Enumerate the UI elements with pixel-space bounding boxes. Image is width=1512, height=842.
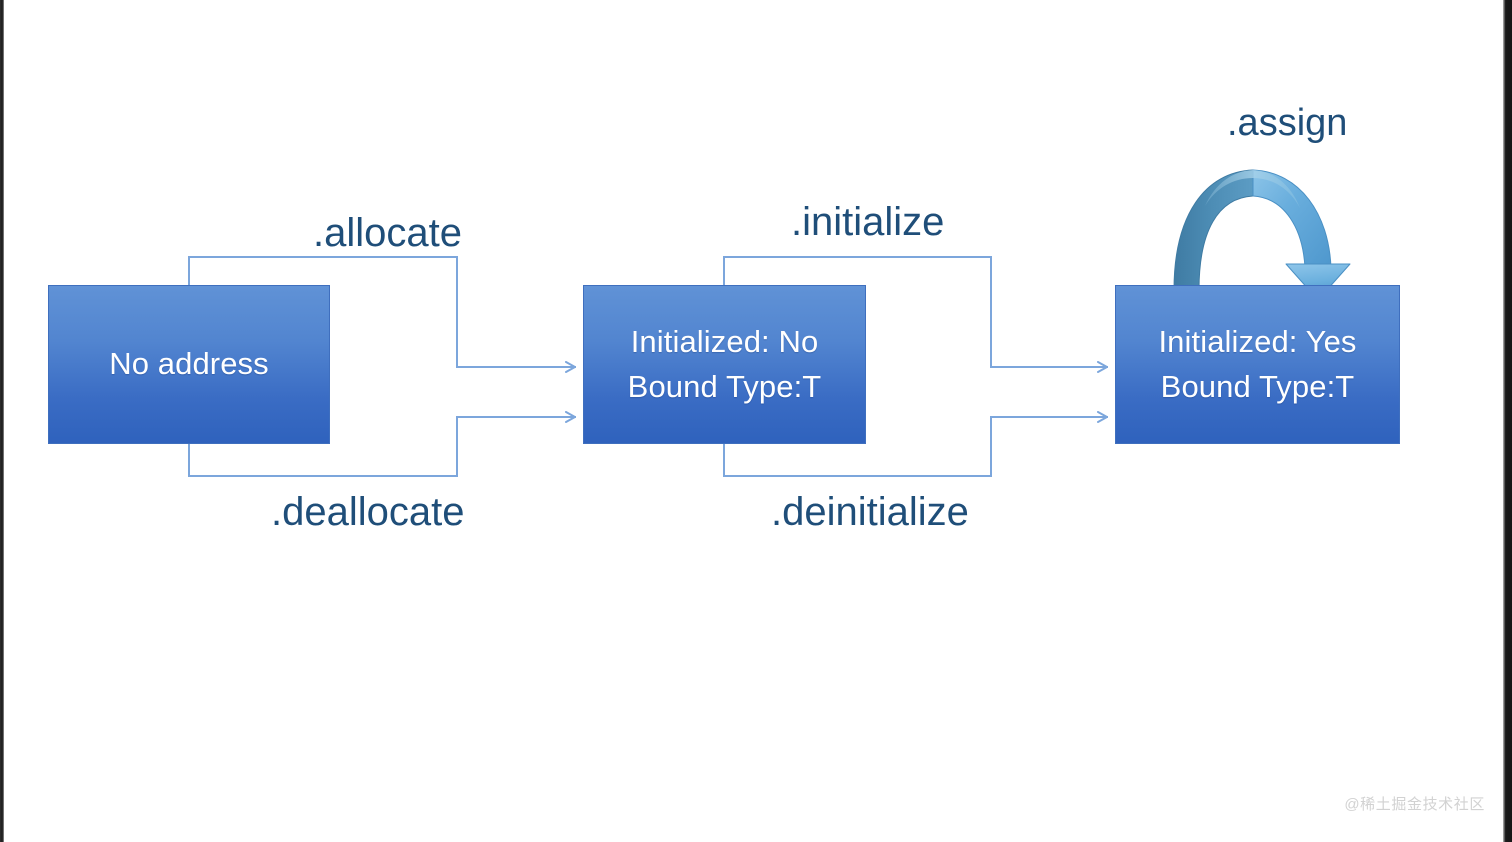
letterbox-bar-right (1503, 0, 1512, 842)
transition-label-allocate: .allocate (313, 211, 462, 255)
transition-label-deallocate: .deallocate (271, 490, 465, 534)
transition-label-deinitialize: .deinitialize (771, 490, 969, 534)
state-label-line: Initialized: Yes (1158, 324, 1357, 360)
transition-label-initialize: .initialize (791, 200, 945, 244)
state-label-line: Initialized: No (630, 324, 819, 360)
state-label-line: No address (109, 346, 269, 382)
state-label-line: Bound Type:T (627, 368, 822, 404)
state-box-no-address[interactable]: No address (48, 285, 330, 444)
watermark: @稀土掘金技术社区 (1344, 796, 1485, 813)
state-box-initialized-no[interactable]: Initialized: No Bound Type:T (583, 285, 866, 444)
state-label-line: Bound Type:T (1160, 368, 1355, 404)
transition-label-assign: .assign (1227, 102, 1348, 144)
state-box-initialized-yes[interactable]: Initialized: Yes Bound Type:T (1115, 285, 1400, 444)
letterbox-bar-left (0, 0, 4, 842)
connector-assign (1173, 169, 1351, 301)
